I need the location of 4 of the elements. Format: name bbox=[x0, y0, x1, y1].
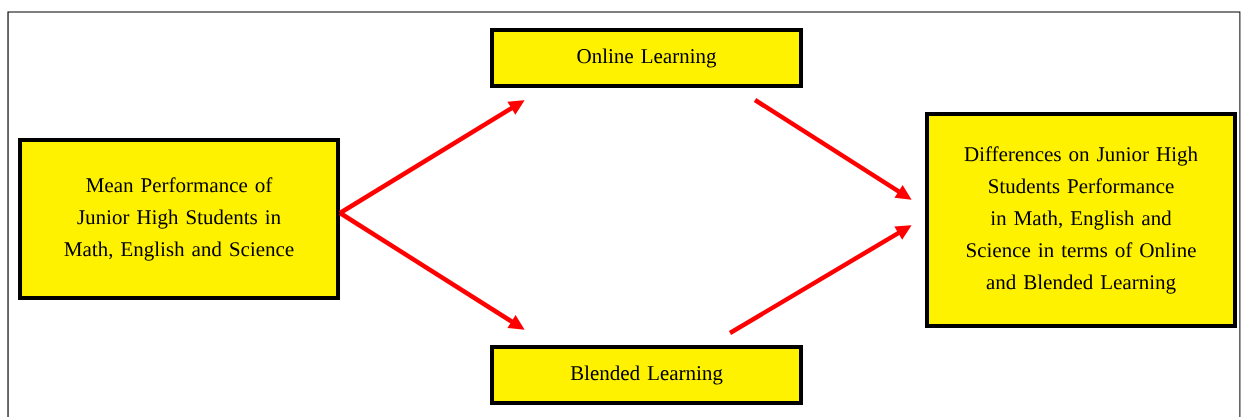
process-box: Blended Learning bbox=[490, 345, 803, 405]
process-box: Differences on Junior High Students Performance in Math, English and Science in terms of Online and Blended Learning bbox=[925, 112, 1237, 328]
process-box: Mean Performance of Junior High Students in Math, English and Science bbox=[18, 138, 340, 300]
process-box: Online Learning bbox=[490, 28, 803, 88]
